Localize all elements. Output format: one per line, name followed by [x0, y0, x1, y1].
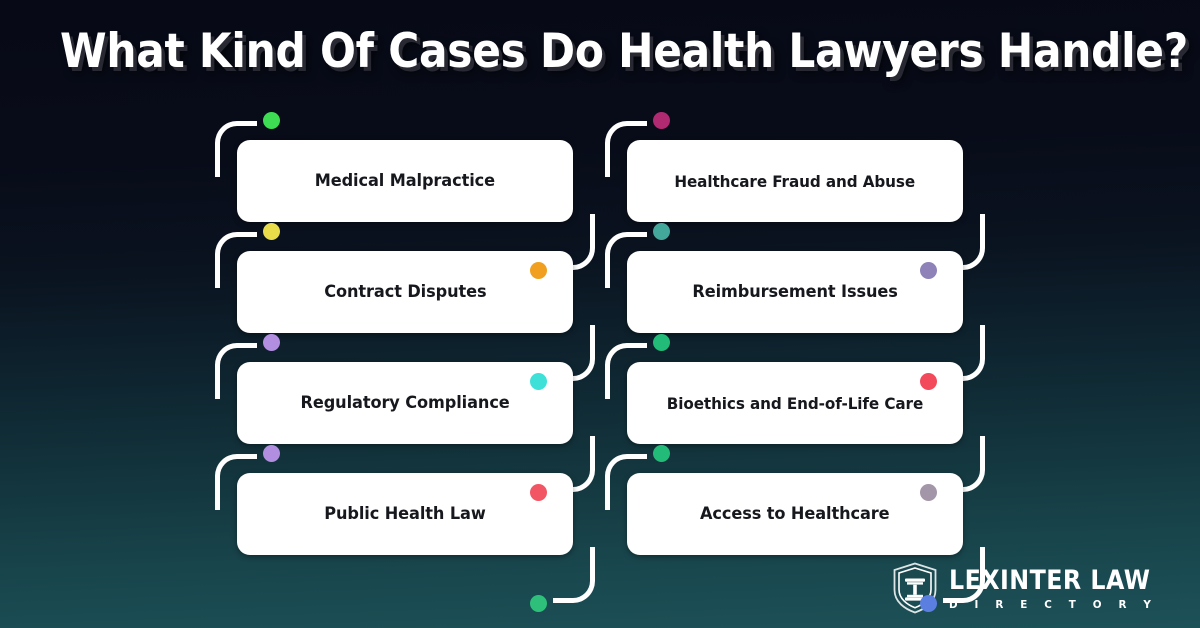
card-slot: Access to Healthcare: [605, 445, 985, 612]
bracket-top-left-icon: [605, 121, 647, 177]
bracket-top-left-icon: [605, 232, 647, 288]
case-card-label: Reimbursement Issues: [692, 282, 898, 302]
case-card[interactable]: Healthcare Fraud and Abuse: [627, 140, 963, 222]
dot-top-left-icon: [263, 334, 280, 351]
dot-top-left-icon: [653, 112, 670, 129]
bracket-bottom-right-icon: [943, 547, 985, 603]
case-card[interactable]: Access to Healthcare: [627, 473, 963, 555]
case-card-label: Regulatory Compliance: [300, 393, 510, 413]
dot-bottom-right-icon: [530, 262, 547, 279]
bracket-bottom-right-icon: [943, 436, 985, 492]
card-slot: Medical Malpractice: [215, 112, 595, 279]
dot-top-left-icon: [653, 223, 670, 240]
dot-top-left-icon: [263, 223, 280, 240]
dot-bottom-right-icon: [530, 373, 547, 390]
dot-top-left-icon: [263, 445, 280, 462]
card-slot: Healthcare Fraud and Abuse: [605, 112, 985, 279]
bracket-top-left-icon: [215, 232, 257, 288]
card-column-right: Healthcare Fraud and Abuse Reimbursement…: [605, 112, 985, 612]
dot-bottom-right-icon: [530, 595, 547, 612]
card-column-left: Medical Malpractice Contract Disputes Re…: [215, 112, 595, 612]
case-card-label: Healthcare Fraud and Abuse: [674, 171, 916, 191]
bracket-bottom-right-icon: [553, 214, 595, 270]
card-slot: Reimbursement Issues: [605, 223, 985, 390]
card-slot: Bioethics and End-of-Life Care: [605, 334, 985, 501]
dot-bottom-right-icon: [530, 484, 547, 501]
case-card-label: Bioethics and End-of-Life Care: [666, 393, 924, 413]
bracket-top-left-icon: [215, 121, 257, 177]
dot-bottom-right-icon: [920, 595, 937, 612]
dot-top-left-icon: [263, 112, 280, 129]
bracket-bottom-right-icon: [553, 547, 595, 603]
dot-top-left-icon: [653, 445, 670, 462]
bracket-bottom-right-icon: [943, 325, 985, 381]
case-card[interactable]: Public Health Law: [237, 473, 573, 555]
dot-bottom-right-icon: [920, 484, 937, 501]
dot-top-left-icon: [653, 334, 670, 351]
bracket-top-left-icon: [605, 454, 647, 510]
bracket-bottom-right-icon: [553, 325, 595, 381]
case-card[interactable]: Reimbursement Issues: [627, 251, 963, 333]
card-slot: Public Health Law: [215, 445, 595, 612]
card-slot: Regulatory Compliance: [215, 334, 595, 501]
brand-subtitle: D I R E C T O R Y: [949, 597, 1158, 611]
case-card-label: Access to Healthcare: [700, 504, 890, 524]
case-card-label: Contract Disputes: [323, 282, 487, 302]
page-title: What Kind Of Cases Do Health Lawyers Han…: [60, 24, 1188, 79]
dot-bottom-right-icon: [920, 373, 937, 390]
case-card[interactable]: Contract Disputes: [237, 251, 573, 333]
case-card[interactable]: Medical Malpractice: [237, 140, 573, 222]
bracket-bottom-right-icon: [553, 436, 595, 492]
bracket-top-left-icon: [215, 454, 257, 510]
dot-bottom-right-icon: [920, 262, 937, 279]
case-card-label: Public Health Law: [324, 504, 486, 524]
case-card[interactable]: Regulatory Compliance: [237, 362, 573, 444]
card-slot: Contract Disputes: [215, 223, 595, 390]
bracket-bottom-right-icon: [943, 214, 985, 270]
case-card[interactable]: Bioethics and End-of-Life Care: [627, 362, 963, 444]
bracket-top-left-icon: [215, 343, 257, 399]
bracket-top-left-icon: [605, 343, 647, 399]
case-card-label: Medical Malpractice: [314, 171, 496, 191]
